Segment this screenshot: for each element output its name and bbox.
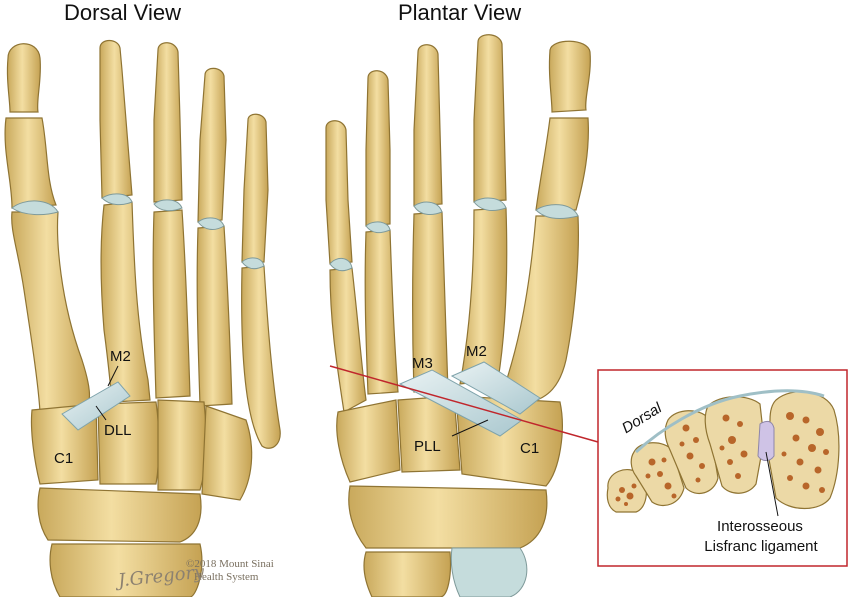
dorsal-talus bbox=[49, 543, 203, 597]
inset-marrow bbox=[615, 412, 829, 506]
dorsal-hallux-distal-phalanx bbox=[6, 43, 42, 113]
dorsal-third-metatarsal bbox=[152, 209, 191, 399]
plantar-label-m2: M2 bbox=[466, 343, 487, 360]
copyright-line1: ©2018 Mount Sinai bbox=[186, 558, 274, 570]
plantar-third-toe bbox=[413, 44, 443, 207]
plantar-foot bbox=[325, 34, 591, 597]
dorsal-cuboid bbox=[201, 405, 253, 501]
inset-interosseous-ligament bbox=[757, 420, 775, 461]
dorsal-second-toe bbox=[99, 39, 133, 199]
plantar-label-m3: M3 bbox=[412, 355, 433, 372]
inset-label-ligament-line1: Interosseous bbox=[717, 518, 803, 535]
inset-dorsal-ligament-band bbox=[634, 389, 825, 454]
plantar-fourth-toe bbox=[365, 70, 391, 227]
dorsal-first-metatarsal bbox=[11, 211, 91, 413]
plantar-talar-head-cartilage bbox=[450, 547, 528, 597]
plantar-cuboid-navicular bbox=[348, 485, 548, 549]
dorsal-foot bbox=[4, 39, 281, 597]
inset-label-ligament-line2: Lisfranc ligament bbox=[704, 538, 818, 555]
plantar-fifth-metatarsal bbox=[329, 267, 367, 413]
inset-ligament-pointer bbox=[765, 451, 779, 517]
plantar-view-title: Plantar View bbox=[398, 0, 522, 25]
copyright-line2: Health System bbox=[194, 571, 259, 583]
plantar-calcaneus bbox=[363, 551, 452, 597]
dorsal-label-dll: DLL bbox=[104, 422, 132, 439]
dorsal-fourth-metatarsal bbox=[196, 225, 233, 407]
plantar-hallux-distal-phalanx bbox=[548, 40, 591, 113]
dorsal-fifth-metatarsal bbox=[241, 265, 281, 449]
dorsal-second-metatarsal bbox=[100, 201, 151, 403]
dorsal-view-title: Dorsal View bbox=[64, 0, 181, 25]
dorsal-label-c1: C1 bbox=[54, 450, 74, 467]
inset-bone-5 bbox=[606, 469, 647, 513]
label-leader-lines bbox=[95, 365, 489, 437]
plantar-cartilage bbox=[329, 197, 579, 597]
dorsal-intermediate-cuneiform bbox=[97, 401, 160, 485]
plantar-fourth-metatarsal bbox=[364, 229, 399, 395]
plantar-label-c1: C1 bbox=[520, 440, 540, 457]
plantar-hallux-proximal-phalanx bbox=[535, 117, 589, 211]
inset-bone-3 bbox=[664, 410, 719, 495]
plantar-first-metatarsal bbox=[499, 215, 579, 403]
dorsal-label-m2: M2 bbox=[110, 348, 131, 365]
dorsal-navicular bbox=[37, 487, 202, 543]
plantar-second-toe bbox=[473, 34, 507, 203]
dorsal-third-toe bbox=[153, 42, 183, 203]
inset-bone-1 bbox=[767, 391, 840, 509]
dorsal-hallux-proximal-phalanx bbox=[4, 117, 57, 209]
plantar-label-pll: PLL bbox=[414, 438, 441, 455]
dorsal-cartilage bbox=[11, 193, 265, 270]
inset-pointer-line bbox=[329, 365, 599, 443]
plantar-lisfranc-ligament-m2 bbox=[450, 361, 541, 415]
dorsal-fourth-toe bbox=[197, 67, 227, 223]
dorsal-lateral-cuneiform bbox=[157, 399, 207, 491]
plantar-fifth-toe bbox=[325, 120, 353, 265]
plantar-lateral-cuneiform bbox=[336, 399, 401, 483]
dorsal-fifth-toe bbox=[241, 113, 269, 263]
